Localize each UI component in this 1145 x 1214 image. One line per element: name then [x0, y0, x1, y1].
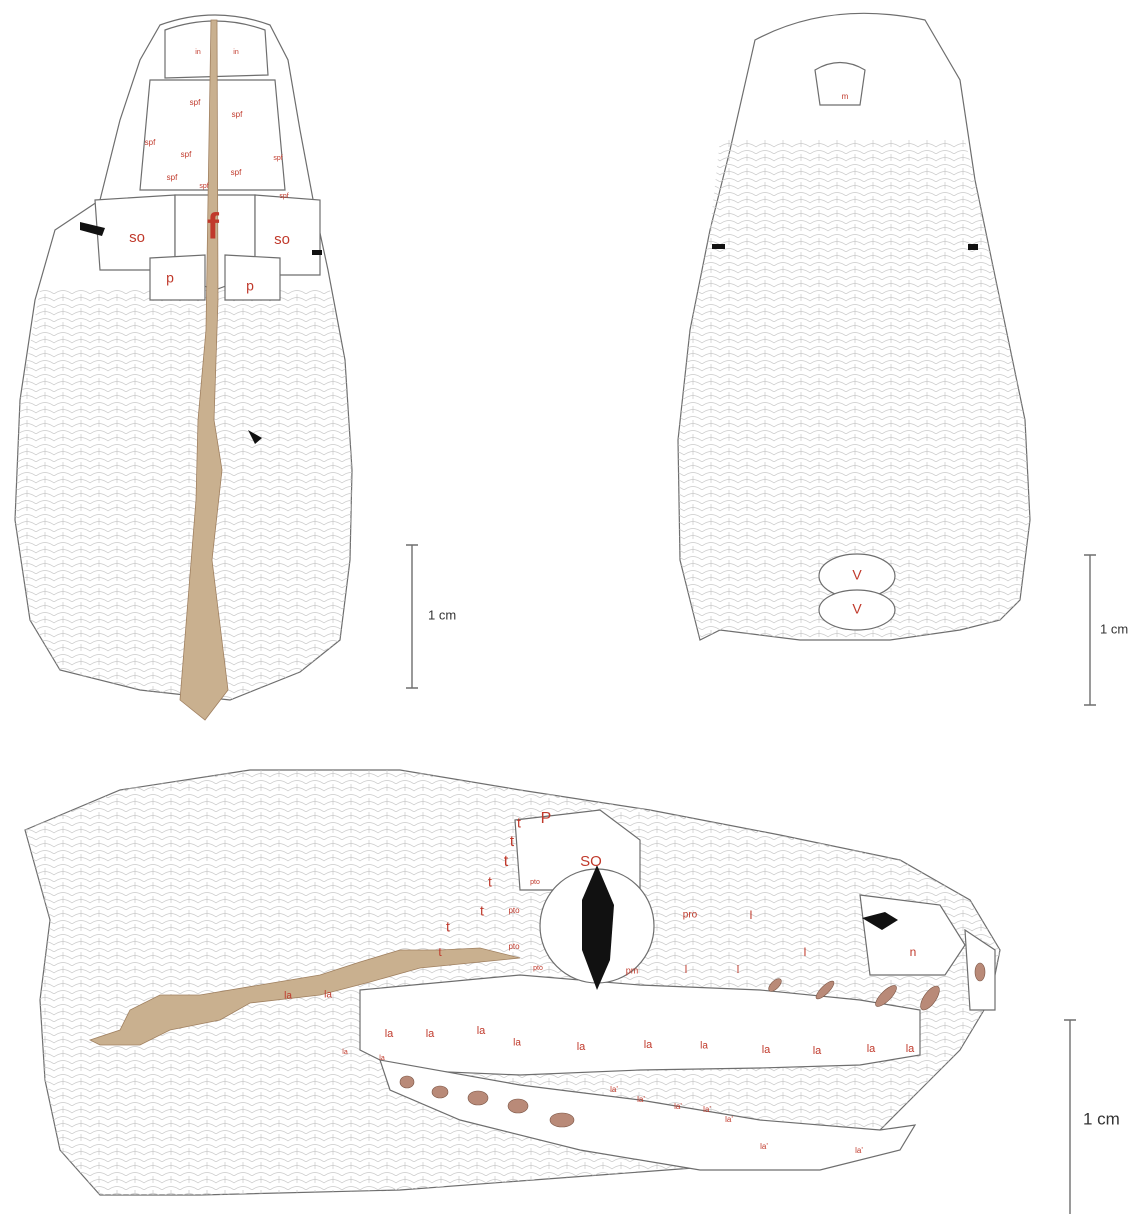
lateral-scale-label: la — [813, 1045, 822, 1057]
lateral-scale-label: la — [477, 1025, 486, 1037]
lateral-scale-bar: 1 cm — [1064, 1020, 1120, 1214]
lateral-scale-label: la' — [637, 1095, 645, 1104]
lateral-scale-label: t — [446, 919, 450, 935]
dorsal-scale-label: spf — [190, 98, 201, 107]
lateral-scale-label: la — [762, 1044, 771, 1056]
lateral-scale-label: la — [385, 1028, 394, 1040]
lateral-scale-label: la' — [674, 1102, 682, 1111]
lateral-scale-label: t — [488, 874, 492, 890]
lateral-scale-label: t — [504, 853, 509, 870]
dorsal-scale-pattern — [15, 290, 352, 700]
dorsal-scale-label: spf — [199, 183, 208, 190]
dorsal-scale-label: spf — [232, 110, 243, 119]
ventral-scale-bar-label: 1 cm — [1100, 621, 1128, 636]
lateral-scale-label: pro — [683, 910, 698, 921]
dorsal-scale-label: spf — [145, 138, 156, 147]
dorsal-scale-label: so — [129, 229, 145, 246]
lateral-scale-label: la — [906, 1043, 915, 1055]
lateral-scale-label: la — [644, 1039, 653, 1051]
dorsal-scale-label: in — [233, 49, 239, 56]
dorsal-parietal-left — [150, 255, 205, 300]
lateral-scale-label: la — [513, 1038, 521, 1049]
lateral-scale-label: la — [867, 1043, 876, 1055]
lateral-scale-label: l — [685, 964, 687, 976]
dorsal-scale-label: spf — [273, 155, 282, 162]
ventral-mental-scale — [815, 63, 865, 106]
lateral-scale-label: la — [700, 1041, 708, 1052]
dorsal-scale-label: spf — [181, 150, 192, 159]
ventral-scale-bar: 1 cm — [1084, 555, 1128, 705]
dorsal-scale-label: so — [274, 231, 290, 248]
ventral-right-eye-mark — [968, 244, 978, 250]
lateral-scale-label: pm — [626, 965, 639, 975]
lateral-scale-label: pto — [530, 879, 540, 886]
lateral-scale-label: SO — [580, 853, 602, 870]
dorsal-scale-label: spf — [231, 168, 242, 177]
dorsal-scale-label: spf — [167, 173, 178, 182]
lateral-scale-label: la — [284, 991, 292, 1002]
lateral-scale-label: pto — [508, 906, 520, 915]
dorsal-scale-bar: 1 cm — [406, 545, 456, 688]
dorsal-right-eye-mark — [312, 250, 322, 255]
ventral-scale-label: V — [852, 567, 862, 583]
lateral-scale-label: la — [426, 1028, 435, 1040]
ventral-scale-label: V — [852, 601, 862, 617]
lateral-scale-label: n — [910, 945, 917, 959]
lateral-scale-label: pto — [508, 942, 520, 951]
lateral-scale-label: la — [577, 1041, 586, 1053]
lateral-scale-label: l — [737, 964, 739, 976]
lateral-scale-bar-label: 1 cm — [1083, 1109, 1120, 1128]
dorsal-scale-label: in — [195, 49, 201, 56]
dorsal-scale-label: spf — [279, 193, 288, 200]
ventral-scale-label: m — [842, 92, 849, 101]
lateral-scale-label: l — [804, 945, 807, 959]
lateral-scale-label: la — [379, 1055, 385, 1062]
lateral-scale-label: t — [517, 815, 521, 831]
dorsal-scale-label: f — [207, 206, 220, 247]
lateral-scale-label: la' — [760, 1142, 768, 1151]
lateral-scale-label: t — [480, 903, 484, 919]
lateral-scale-label: P — [541, 810, 552, 827]
dorsal-head-view — [15, 15, 352, 720]
lateral-scale-label: la' — [703, 1105, 711, 1114]
ventral-left-eye-mark — [712, 244, 725, 249]
ventral-head-view — [678, 13, 1030, 640]
lateral-scale-label: l — [750, 908, 753, 922]
dorsal-scale-label: p — [246, 278, 254, 294]
lateral-scale-label: la — [324, 990, 332, 1001]
lateral-scale-label: la — [342, 1049, 348, 1056]
lateral-scale-label: la' — [610, 1085, 618, 1094]
lateral-scale-label: la' — [855, 1146, 863, 1155]
lateral-scale-label: la' — [725, 1115, 733, 1124]
lateral-scale-label: pto — [533, 965, 543, 972]
dorsal-scale-label: p — [166, 270, 174, 286]
dorsal-scale-bar-label: 1 cm — [428, 607, 456, 622]
